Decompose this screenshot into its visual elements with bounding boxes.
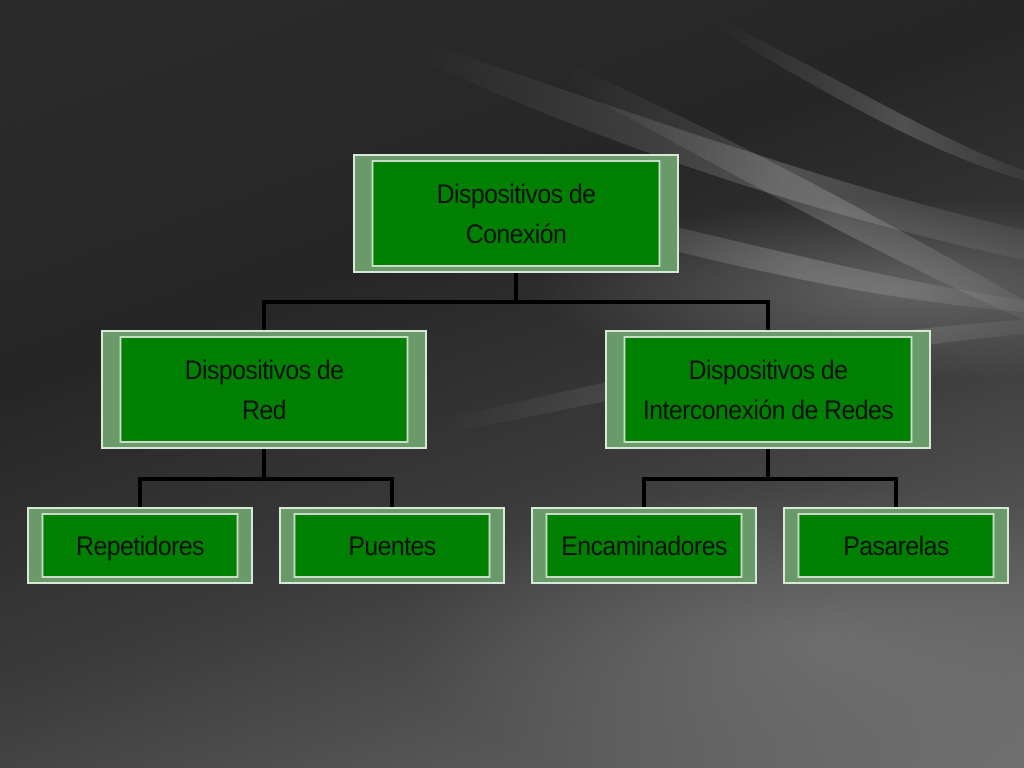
node-label-line2: Red	[242, 394, 286, 425]
node-label-line1: Dispositivos de	[184, 354, 344, 385]
node-dispositivos-de-conexion: Dispositivos de Conexión	[353, 154, 679, 273]
node-dispositivos-de-red-inner: Dispositivos de Red	[119, 336, 409, 443]
node-pasarelas: Pasarelas	[783, 507, 1009, 584]
node-label: Pasarelas	[843, 530, 949, 561]
node-label-line2: Interconexión de Redes	[642, 394, 894, 425]
node-pasarelas-inner: Pasarelas	[797, 513, 995, 578]
node-repetidores-inner: Repetidores	[41, 513, 239, 578]
node-encaminadores-inner: Encaminadores	[545, 513, 743, 578]
node-encaminadores: Encaminadores	[531, 507, 757, 584]
node-label-line2: Conexión	[465, 218, 567, 249]
node-label-line1: Dispositivos de	[436, 178, 596, 209]
node-dispositivos-de-conexion-inner: Dispositivos de Conexión	[371, 160, 661, 267]
node-dispositivos-de-interconexion-inner: Dispositivos de Interconexión de Redes	[623, 336, 913, 443]
node-label: Puentes	[348, 530, 436, 561]
node-label: Repetidores	[76, 530, 204, 561]
node-puentes: Puentes	[279, 507, 505, 584]
node-repetidores: Repetidores	[27, 507, 253, 584]
node-dispositivos-de-interconexion: Dispositivos de Interconexión de Redes	[605, 330, 931, 449]
node-label: Encaminadores	[561, 530, 727, 561]
node-puentes-inner: Puentes	[293, 513, 491, 578]
node-dispositivos-de-red: Dispositivos de Red	[101, 330, 427, 449]
node-label-line1: Dispositivos de	[688, 354, 848, 385]
